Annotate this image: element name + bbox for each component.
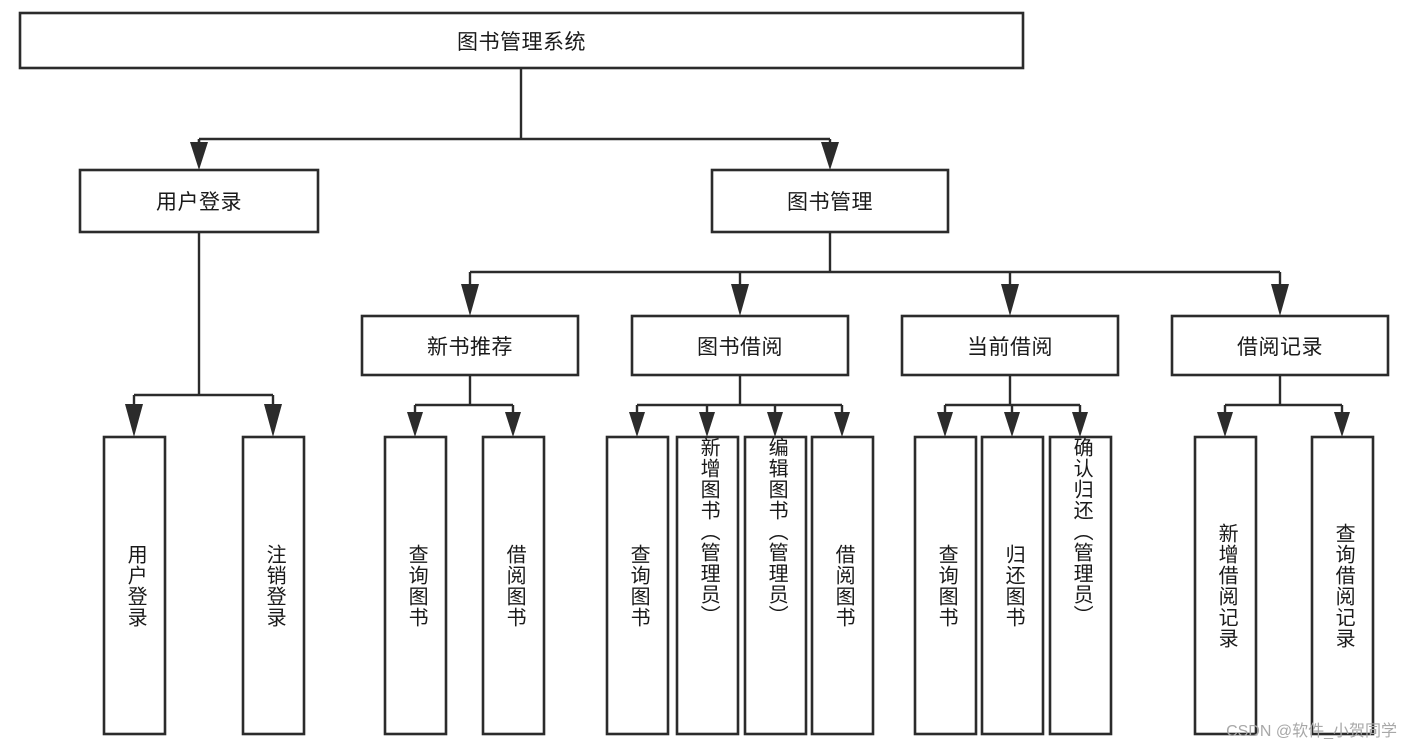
arrow-head-leaf-return-book: [1004, 412, 1020, 437]
edge-group-new-book-recommend-children: [407, 375, 521, 437]
edge-group-root-to-level2: [190, 68, 839, 170]
arrow-head-leaf-query-borrow-record: [1334, 412, 1350, 437]
node-box-leaf-add-book-admin[interactable]: [675, 435, 740, 736]
node-box-leaf-return-book[interactable]: [980, 435, 1045, 736]
arrow-head-leaf-confirm-return-admin: [1072, 412, 1088, 437]
edge-group-borrow-record-children: [1217, 375, 1350, 437]
arrow-head-leaf-borrow-book-rec: [505, 412, 521, 437]
arrow-head-leaf-query-book-borrow: [629, 412, 645, 437]
arrow-head-leaf-user-login: [125, 404, 143, 437]
node-box-new-book-recommend[interactable]: [360, 314, 580, 377]
node-box-leaf-query-borrow-record[interactable]: [1310, 435, 1375, 736]
arrow-head-current-borrow: [1001, 284, 1019, 316]
node-box-leaf-query-book-borrow[interactable]: [605, 435, 670, 736]
node-box-leaf-add-borrow-record[interactable]: [1193, 435, 1258, 736]
edge-group-book-borrow-children: [629, 375, 850, 437]
arrow-head-leaf-logout-login: [264, 404, 282, 437]
arrow-head-user-login: [190, 142, 208, 170]
node-box-leaf-confirm-return-admin[interactable]: [1048, 435, 1113, 736]
node-box-root[interactable]: [18, 11, 1025, 70]
edge-group-user-login-children: [125, 232, 282, 437]
node-box-book-borrow[interactable]: [630, 314, 850, 377]
node-box-leaf-query-book-rec[interactable]: [383, 435, 448, 736]
node-box-leaf-edit-book-admin[interactable]: [743, 435, 808, 736]
arrow-head-leaf-add-book-admin: [699, 412, 715, 437]
node-box-user-login[interactable]: [78, 168, 320, 234]
node-box-leaf-logout-login[interactable]: [241, 435, 306, 736]
arrow-head-new-book-recommend: [461, 284, 479, 316]
arrow-head-leaf-query-book-rec: [407, 412, 423, 437]
node-box-leaf-borrow-book[interactable]: [810, 435, 875, 736]
arrow-head-leaf-add-borrow-record: [1217, 412, 1233, 437]
edge-group-current-borrow-children: [937, 375, 1088, 437]
arrow-head-leaf-edit-book-admin: [767, 412, 783, 437]
arrow-head-leaf-query-book-cur: [937, 412, 953, 437]
node-box-book-manage[interactable]: [710, 168, 950, 234]
node-box-leaf-user-login[interactable]: [102, 435, 167, 736]
arrow-head-leaf-borrow-book: [834, 412, 850, 437]
node-box-current-borrow[interactable]: [900, 314, 1120, 377]
node-box-borrow-record[interactable]: [1170, 314, 1390, 377]
node-box-leaf-borrow-book-rec[interactable]: [481, 435, 546, 736]
arrow-head-book-manage: [821, 142, 839, 170]
arrow-head-borrow-record: [1271, 284, 1289, 316]
node-box-leaf-query-book-cur[interactable]: [913, 435, 978, 736]
node-boxes: [18, 11, 1390, 736]
edge-group-book-manage-children: [461, 232, 1289, 316]
arrow-head-book-borrow: [731, 284, 749, 316]
